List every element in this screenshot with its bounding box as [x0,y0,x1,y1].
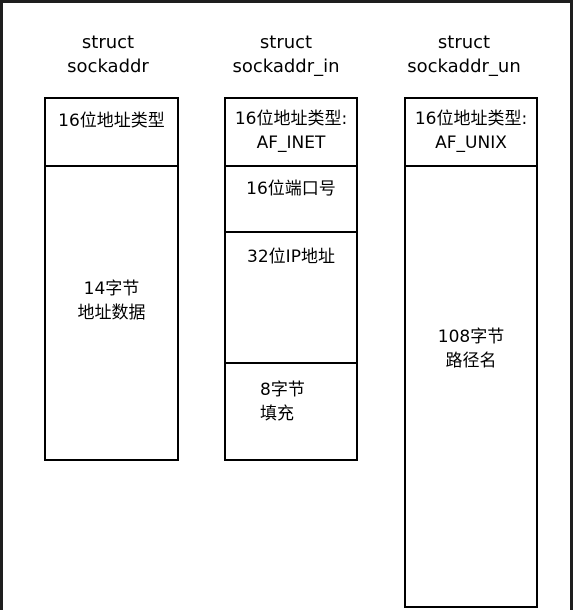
sockaddr-box: 16位地址类型 14字节 地址数据 [44,97,179,461]
sockaddr-title: struct sockaddr [67,32,149,77]
sockaddr-in-family-cell: 16位地址类型: AF_INET [226,99,356,167]
sockaddr-un-family-cell: 16位地址类型: AF_UNIX [406,99,536,167]
diagram-canvas: struct sockaddr 16位地址类型 14字节 地址数据 struct… [3,3,570,610]
sockaddr-in-addr-label: 32位IP地址 [247,247,335,267]
sockaddr-in-padding-label: 8字节 填充 [260,380,305,424]
sockaddr-in-box: 16位地址类型: AF_INET 16位端口号 32位IP地址 8字节 填充 [224,97,358,461]
sockaddr-in-port-cell: 16位端口号 [226,167,356,233]
sockaddr-un-box: 16位地址类型: AF_UNIX 108字节 路径名 [404,97,538,608]
sockaddr-in-title: struct sockaddr_in [232,32,340,77]
sockaddr-un-path-cell: 108字节 路径名 [406,167,536,606]
sockaddr-in-family-label: 16位地址类型: AF_INET [234,109,348,153]
sockaddr-family-label: 16位地址类型 [58,111,165,131]
sockaddr-in-addr-cell: 32位IP地址 [226,233,356,364]
sockaddr-data-label: 14字节 地址数据 [77,279,146,323]
sockaddr-family-cell: 16位地址类型 [46,99,177,167]
sockaddr-in-padding-cell: 8字节 填充 [226,364,356,459]
sockaddr-un-title: struct sockaddr_un [407,32,521,77]
sockaddr-data-cell: 14字节 地址数据 [46,167,177,459]
sockaddr-in-port-label: 16位端口号 [246,179,336,199]
sockaddr-un-family-label: 16位地址类型: AF_UNIX [414,109,528,153]
sockaddr-un-path-label: 108字节 路径名 [437,327,505,371]
